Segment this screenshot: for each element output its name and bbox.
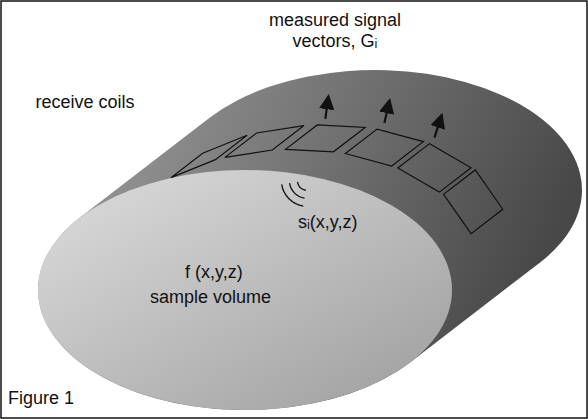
sensitivity-wave [282, 184, 304, 206]
sample-volume-face [38, 170, 452, 410]
receive-coil [398, 144, 471, 192]
receive-coil [444, 170, 503, 234]
figure-caption: Figure 1 [8, 388, 74, 409]
receive-coils [171, 125, 503, 234]
sensitivity-wave [290, 183, 305, 198]
signal-arrows [325, 97, 441, 138]
cylinder-body [38, 70, 582, 410]
sensitivity-waves [282, 182, 306, 206]
sensitivity-wave [297, 182, 305, 190]
volume-label: sample volume [150, 287, 310, 308]
receive-coil [171, 135, 247, 177]
coil-label: receive coils [30, 92, 140, 113]
signal-label: measured signal vectors, Gᵢ [245, 10, 425, 52]
signal-arrow [325, 97, 328, 119]
signal-arrow [434, 116, 441, 138]
receive-coil [345, 129, 423, 166]
sensitivity-label: sᵢ(x,y,z) [298, 212, 418, 233]
object-function-label: f (x,y,z) [185, 262, 305, 283]
signal-arrow [384, 101, 389, 123]
receive-coil [225, 126, 304, 158]
